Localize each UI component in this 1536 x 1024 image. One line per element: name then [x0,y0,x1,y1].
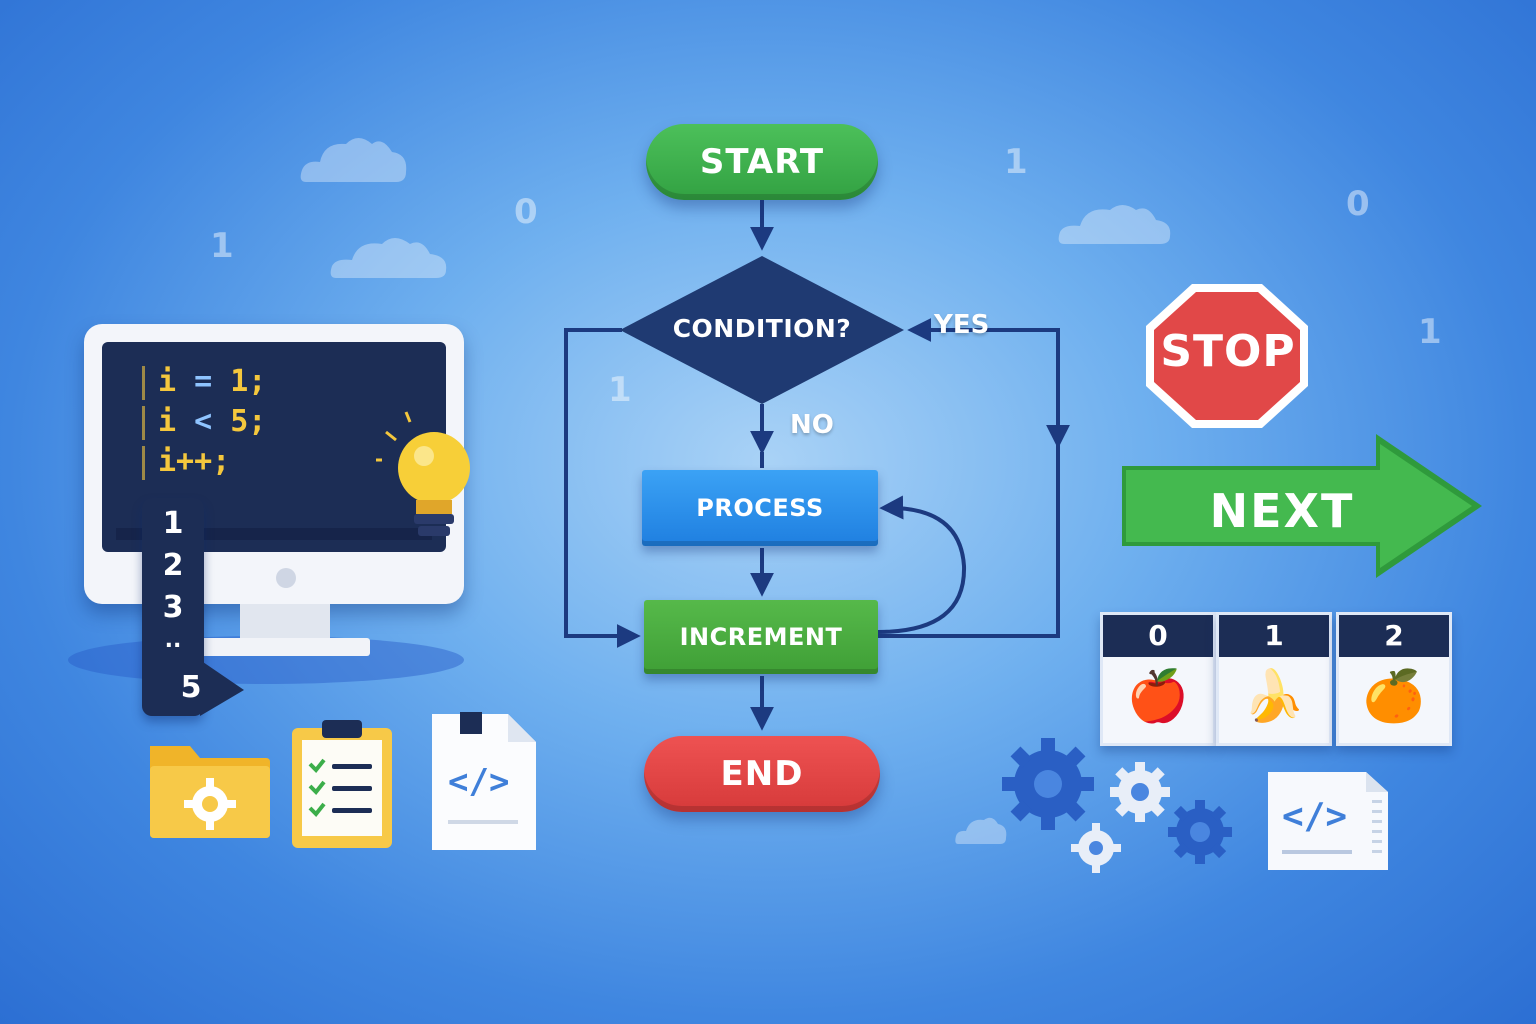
binary-digit: 1 [210,226,234,266]
arrow-loop-back [877,495,967,634]
code-document-icon [432,712,536,850]
number-sequence-strip: 1 2 3 .. 5 [142,498,204,716]
cloud-icon [955,817,1007,844]
array-card: 0 🍎 [1100,612,1216,746]
power-button-icon [276,568,296,588]
binary-digit: 1 [1004,142,1028,182]
sequence-number: 2 [162,548,184,583]
arrow-yes-loop [878,318,1060,638]
clipboard-checklist-icon [292,720,392,848]
monitor-base [200,638,370,656]
strip-pointer [200,660,244,716]
banana-icon: 🍌 [1242,667,1306,725]
binary-digit: 1 [1418,312,1442,352]
increment-node[interactable]: INCREMENT [644,600,878,674]
array-index: 1 [1219,615,1329,657]
array-index: 2 [1339,615,1449,657]
start-label: START [699,142,825,182]
sequence-number: 5 [180,670,202,705]
start-node[interactable]: START [646,124,878,200]
folder-gear-icon [150,746,270,838]
code-line-2: i < 5; [158,404,267,439]
cloud-icon [330,238,447,278]
code-cursor [142,446,145,480]
code-tag-label: </> [448,762,510,802]
condition-label: CONDITION? [672,314,852,343]
next-label[interactable]: NEXT [1209,484,1355,538]
arrow-left-loop [564,328,641,648]
end-label: END [720,754,804,794]
stop-sign-icon [1146,284,1308,428]
sequence-number: 3 [162,590,184,625]
orange-icon: 🍊 [1362,667,1426,725]
code-line-1: i = 1; [158,364,267,399]
monitor-stand [240,604,330,644]
binary-digit: 0 [1346,184,1370,224]
cloud-icon [300,138,407,182]
sequence-number: 1 [162,506,184,541]
yes-label: YES [934,310,990,340]
binary-digit: 0 [514,192,538,232]
sequence-ellipsis: .. [164,628,182,653]
binary-digit: 1 [608,370,632,410]
code-document-icon [1268,772,1388,870]
increment-label: INCREMENT [679,623,843,651]
code-cursor [142,406,145,440]
code-line-3: i++; [158,444,231,479]
array-index: 0 [1103,615,1213,657]
code-tag-label: </> [1282,796,1348,837]
stop-label: STOP [1160,326,1296,377]
no-label: NO [790,410,834,440]
apple-icon: 🍎 [1126,667,1190,725]
end-node[interactable]: END [644,736,880,812]
cloud-icon [1058,205,1171,244]
array-card: 1 🍌 [1216,612,1332,746]
code-cursor [142,366,145,400]
gears-icon [1002,738,1232,873]
next-arrow-icon [1122,434,1482,578]
lightbulb-icon [376,411,470,536]
condition-diamond [620,256,904,404]
process-label: PROCESS [696,494,824,522]
process-node[interactable]: PROCESS [642,470,878,546]
array-card: 2 🍊 [1336,612,1452,746]
